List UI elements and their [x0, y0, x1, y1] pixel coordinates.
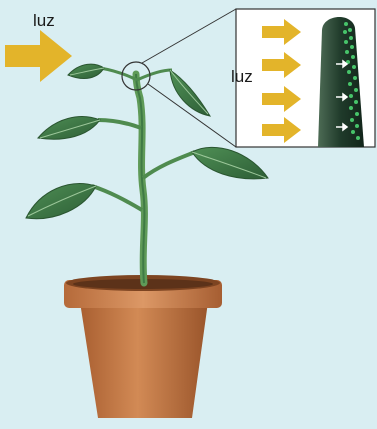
light-label-inset: luz — [231, 68, 253, 85]
light-label-main: luz — [33, 12, 55, 29]
light-arrow-main — [5, 30, 72, 82]
flower-pot — [64, 275, 222, 418]
plant-stem — [92, 68, 195, 283]
